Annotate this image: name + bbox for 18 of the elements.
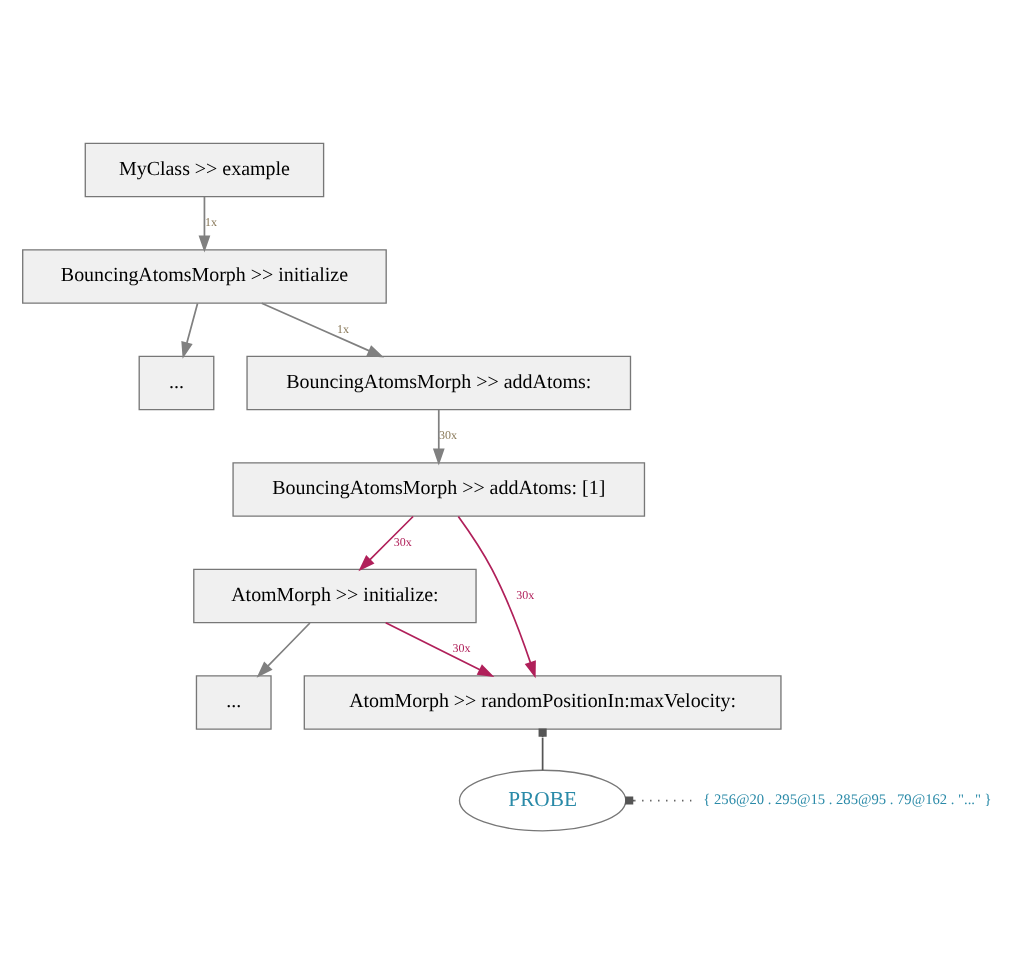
node-box: BouncingAtomsMorph >> addAtoms:	[246, 354, 632, 410]
arrow	[260, 301, 385, 357]
node-box: ...	[195, 674, 272, 729]
arrow	[457, 514, 536, 678]
arrow	[358, 514, 414, 571]
node-box: BouncingAtomsMorph >> addAtoms: [1]	[232, 461, 646, 516]
node-text: { 256@20 . 295@15 . 285@95 . 79@162 . "..." }	[703, 789, 992, 808]
arrow	[432, 408, 445, 465]
node-box: AtomMorph >> randomPositionIn:maxVelocity:	[303, 674, 782, 729]
node-box: BouncingAtomsMorph >> initialize	[22, 248, 387, 303]
arrow	[256, 621, 311, 677]
node-box: ...	[138, 354, 215, 410]
node-box: AtomMorph >> initialize:	[193, 567, 477, 623]
arrow	[198, 195, 211, 252]
node-ellipse: PROBE	[458, 768, 627, 831]
arrow	[384, 620, 495, 677]
node-box: MyClass >> example	[84, 141, 325, 197]
arrow	[181, 301, 199, 358]
